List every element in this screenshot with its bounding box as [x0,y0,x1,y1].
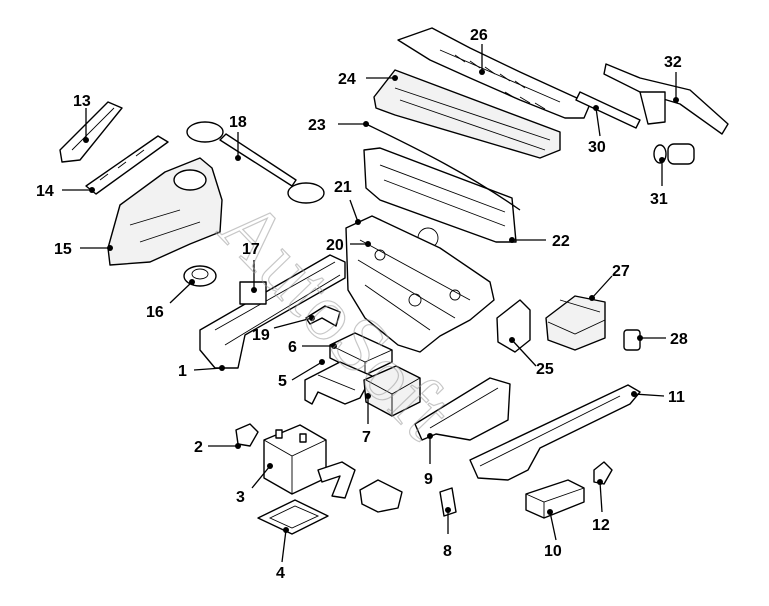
callout-2: 2 [194,439,203,456]
part-4-battery-tray [257,499,329,535]
part-3-battery [263,424,327,495]
part-25-bracket [496,299,531,353]
part-26-cowl-top-panel [397,27,591,119]
callout-21: 21 [334,179,352,196]
part-12-bracket [593,461,613,485]
part-3-battery-duct [317,461,356,499]
part-1-front-side-member [199,254,346,369]
part-5-battery-bracket [304,361,373,405]
callout-1: 1 [178,363,187,380]
part-10-reinforcement [525,479,585,519]
callout-14: 14 [36,183,54,200]
part-23-cowl-seal [365,123,521,211]
part-24-cowl-box [373,69,561,159]
part-16-grommet [183,265,217,287]
part-2-battery-clamp [235,423,259,447]
part-8-clip [439,487,457,517]
part-20-dash-panel [345,215,495,353]
part-32-wiper-linkage [603,63,729,135]
callout-5: 5 [278,373,287,390]
callout-12: 12 [592,517,610,534]
callout-31: 31 [650,191,668,208]
part-7-box [363,365,421,417]
part-27-washer-reservoir [545,295,606,351]
callout-32: 32 [664,54,682,71]
callout-22: 22 [552,233,570,250]
part-13-hood-ledge-bracket [59,101,123,163]
part-30-wiper-link [575,91,641,129]
callout-20: 20 [326,237,344,254]
callout-28: 28 [670,331,688,348]
leader-lines [62,44,679,563]
part-22-cowl-panel [363,147,517,249]
callout-11: 11 [668,389,685,406]
callout-26: 26 [470,27,488,44]
callout-15: 15 [54,241,72,258]
part-15-strut-tower-housing [107,157,223,266]
part-11-side-member [469,384,641,481]
callout-10: 10 [544,543,562,560]
callout-18: 18 [229,114,247,131]
callout-24: 24 [338,71,356,88]
callout-3: 3 [236,489,245,506]
callout-25: 25 [536,361,554,378]
part-31-wiper-motor [653,143,695,165]
part-18-strut-tower-bar [186,121,325,204]
callout-16: 16 [146,304,164,321]
callout-8: 8 [443,543,452,560]
part-28-washer-pump [623,329,641,351]
callout-30: 30 [588,139,606,156]
callout-17: 17 [242,241,260,258]
callout-4: 4 [276,565,285,582]
callout-13: 13 [73,93,91,110]
callout-23: 23 [308,117,326,134]
callout-labels: 13 14 15 16 17 18 19 1 2 3 4 5 6 7 8 9 1… [36,27,688,582]
callout-7: 7 [362,429,371,446]
part-3-battery-mount-bracket [359,479,403,513]
callout-19: 19 [252,327,270,344]
callout-9: 9 [424,471,433,488]
callout-6: 6 [288,339,297,356]
callout-27: 27 [612,263,630,280]
part-19-bracket [305,305,341,327]
part-9-front-cross-member [414,377,511,441]
